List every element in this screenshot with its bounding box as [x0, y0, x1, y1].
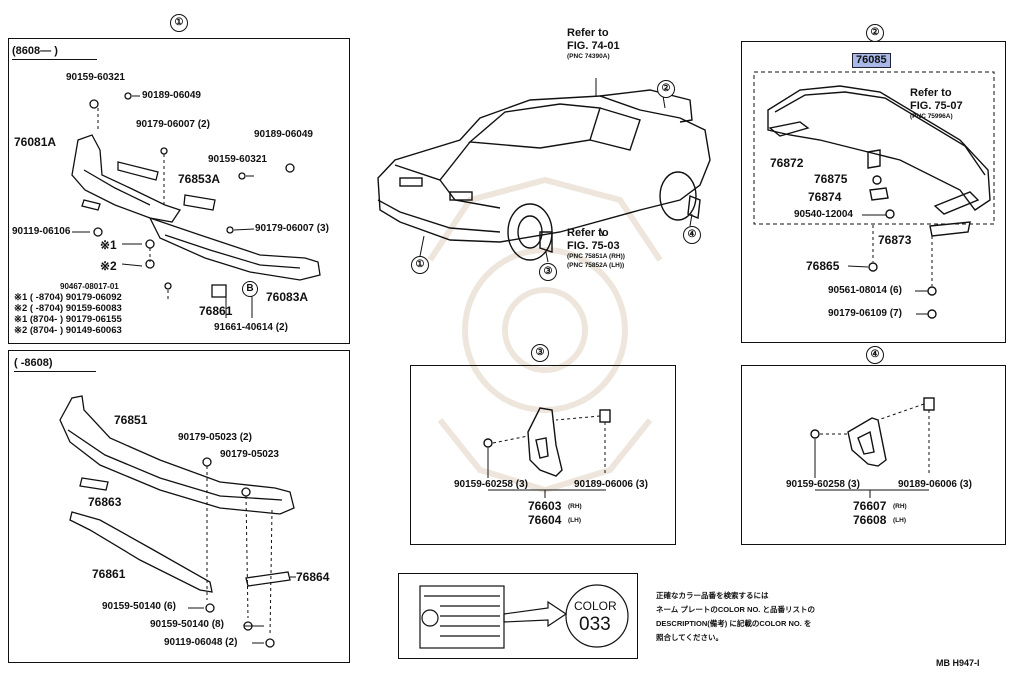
- part-90159-60321-b[interactable]: 90159-60321: [208, 154, 267, 165]
- footnote-1: ※1 ( -8704) 90179-06092: [14, 292, 122, 303]
- footnote-3: ※1 (8704- ) 90179-06155: [14, 314, 122, 325]
- part-76861-a[interactable]: 76861: [199, 304, 233, 318]
- car-ref-bottom-line3: (PNC 75851A (RH)): [567, 253, 625, 260]
- sheet-id: MB H947-I: [936, 658, 980, 668]
- part-76865[interactable]: 76865: [806, 259, 840, 273]
- car-callout-4[interactable]: ④: [683, 226, 701, 244]
- panel-1-range: (8608— ): [12, 45, 58, 57]
- part-76603-rh: (RH): [568, 503, 582, 510]
- part-90179-06109-7[interactable]: 90179-06109 (7): [828, 308, 902, 319]
- color-note-jp-3: DESCRIPTION(備考) に記載のCOLOR NO. を: [656, 619, 812, 628]
- callout-B: B: [242, 281, 258, 297]
- part-90179-06007-3[interactable]: 90179-06007 (3): [255, 223, 329, 234]
- part-76081A[interactable]: 76081A: [14, 135, 57, 149]
- p4-part-90189-06006[interactable]: 90189-06006 (3): [898, 479, 972, 490]
- panel-lower-range-underline: [14, 371, 96, 372]
- car-callout-1[interactable]: ①: [411, 256, 429, 274]
- p4-part-90159-60258[interactable]: 90159-60258 (3): [786, 479, 860, 490]
- color-note-jp-4: 照合してください。: [656, 633, 724, 642]
- part-90119-06106[interactable]: 90119-06106: [12, 226, 71, 237]
- part-91661-40614[interactable]: 91661-40614 (2): [214, 322, 288, 333]
- part-76864[interactable]: 76864: [296, 570, 330, 584]
- part-90561-08014-6[interactable]: 90561-08014 (6): [828, 285, 902, 296]
- part-76851[interactable]: 76851: [114, 413, 148, 427]
- part-90159-50140-8[interactable]: 90159-50140 (8): [150, 619, 224, 630]
- panel-1-range-underline: [12, 59, 97, 60]
- panel-lower-left: [8, 350, 350, 663]
- car-ref-bottom-line1[interactable]: Refer to: [567, 227, 609, 239]
- part-76872[interactable]: 76872: [770, 156, 804, 170]
- part-90189-06049-b[interactable]: 90189-06049: [254, 129, 313, 140]
- p3-part-90159-60258[interactable]: 90159-60258 (3): [454, 479, 528, 490]
- color-note-box: [398, 573, 638, 659]
- part-76603[interactable]: 76603: [528, 499, 562, 513]
- panel-2: [741, 41, 1006, 343]
- footnote-2: ※2 ( -8704) 90159-60083: [14, 303, 122, 314]
- car-ref-bottom-line2[interactable]: FIG. 75-03: [567, 240, 620, 252]
- part-76873[interactable]: 76873: [878, 233, 912, 247]
- part-76608[interactable]: 76608: [853, 513, 887, 527]
- callout-3: ③: [531, 344, 549, 362]
- color-code: 033: [579, 614, 611, 635]
- panel-2-ref-line1[interactable]: Refer to: [910, 87, 952, 99]
- part-76608-lh: (LH): [893, 517, 906, 524]
- part-90540-12004[interactable]: 90540-12004: [794, 209, 853, 220]
- panel-2-ref-line3: (PNC 75996A): [910, 113, 953, 120]
- part-76853A[interactable]: 76853A: [178, 172, 221, 186]
- part-note-1: ※1: [100, 238, 117, 252]
- car-ref-top-line1[interactable]: Refer to: [567, 27, 609, 39]
- car-ref-top-line2[interactable]: FIG. 74-01: [567, 40, 620, 52]
- part-90467-08017-01[interactable]: 90467-08017-01: [60, 282, 119, 291]
- part-90179-05023[interactable]: 90179-05023: [220, 449, 279, 460]
- callout-1: ①: [170, 14, 188, 32]
- panel-4: [741, 365, 1006, 545]
- color-label: COLOR: [574, 599, 617, 613]
- callout-4: ④: [866, 346, 884, 364]
- panel-1: [8, 38, 350, 344]
- part-note-2: ※2: [100, 259, 117, 273]
- color-note-jp-2: ネーム プレートのCOLOR NO. と品番リストの: [656, 605, 815, 614]
- part-76861-b[interactable]: 76861: [92, 567, 126, 581]
- part-76607[interactable]: 76607: [853, 499, 887, 513]
- part-90179-06007-2[interactable]: 90179-06007 (2): [136, 119, 210, 130]
- part-76607-rh: (RH): [893, 503, 907, 510]
- panel-2-ref-line2[interactable]: FIG. 75-07: [910, 100, 963, 112]
- part-76875[interactable]: 76875: [814, 172, 848, 186]
- part-90119-06048-2[interactable]: 90119-06048 (2): [164, 637, 238, 648]
- part-90159-60321-a[interactable]: 90159-60321: [66, 72, 125, 83]
- car-callout-2[interactable]: ②: [657, 80, 675, 98]
- part-76874[interactable]: 76874: [808, 190, 842, 204]
- part-90179-05023-2[interactable]: 90179-05023 (2): [178, 432, 252, 443]
- car-ref-bottom-line4: (PNC 75852A (LH)): [567, 262, 625, 269]
- footnote-4: ※2 (8704- ) 90149-60063: [14, 325, 122, 336]
- car-callout-3[interactable]: ③: [539, 263, 557, 281]
- part-76604-lh: (LH): [568, 517, 581, 524]
- part-90189-06049-a[interactable]: 90189-06049: [142, 90, 201, 101]
- part-76604[interactable]: 76604: [528, 513, 562, 527]
- color-note-jp-1: 正確なカラー品番を検索するには: [656, 591, 769, 600]
- panel-lower-range: ( -8608): [14, 357, 53, 369]
- part-76085-highlight[interactable]: 76085: [852, 53, 891, 68]
- panel-3: [410, 365, 676, 545]
- part-76863[interactable]: 76863: [88, 495, 122, 509]
- p3-part-90189-06006[interactable]: 90189-06006 (3): [574, 479, 648, 490]
- part-90159-50140-6[interactable]: 90159-50140 (6): [102, 601, 176, 612]
- part-76083A[interactable]: 76083A: [266, 290, 309, 304]
- car-ref-top-line3: (PNC 74390A): [567, 53, 610, 60]
